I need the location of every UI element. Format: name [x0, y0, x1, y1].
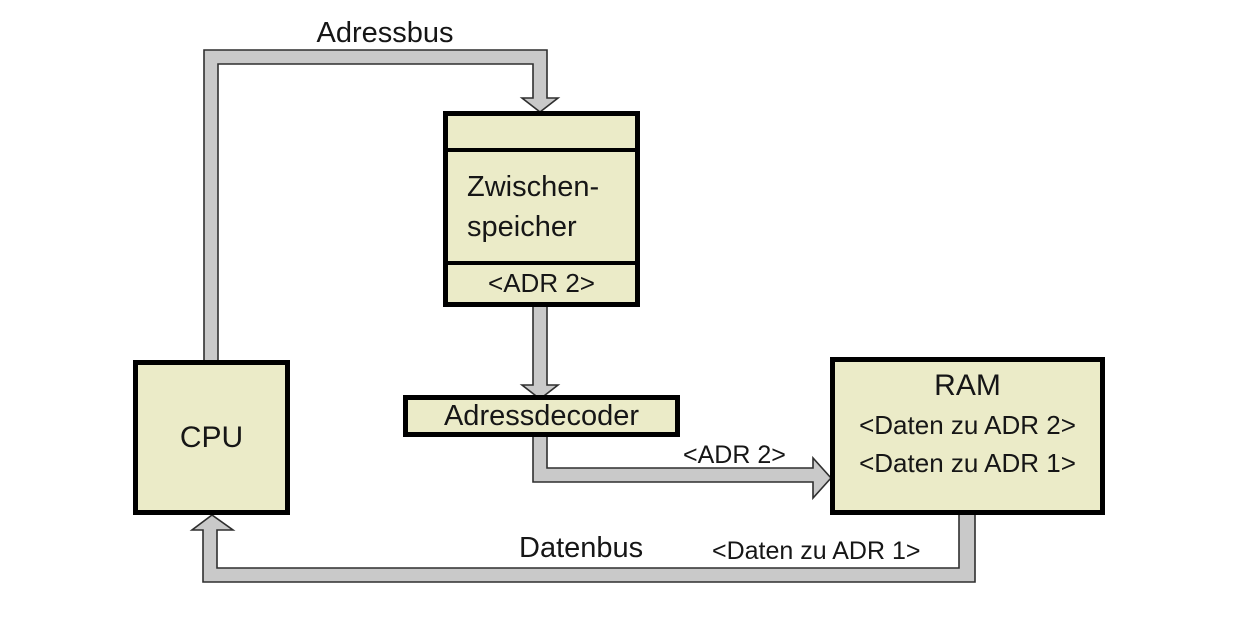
ram-label: RAM: [934, 369, 1001, 402]
adressdecoder-to-ram-path: [532, 434, 833, 501]
adressbus-path: [203, 49, 561, 363]
cpu-label: CPU: [179, 420, 244, 454]
zwischenspeicher-box: Zwischen- speicher <ADR 2>: [443, 111, 640, 307]
adressdecoder-label: Adressdecoder: [443, 399, 640, 432]
ram-data-row: <Daten zu ADR 2>: [859, 410, 1076, 440]
ram-data-row: <Daten zu ADR 1>: [859, 448, 1076, 478]
zwischenspeicher-top-section: [448, 116, 635, 152]
adr2-bus-label: <ADR 2>: [683, 441, 786, 469]
zwischenspeicher-label-line1: Zwischen-: [467, 170, 600, 203]
zwischenspeicher-label: Zwischen- speicher: [448, 152, 635, 261]
datenbus-label: Datenbus: [519, 532, 644, 564]
datenbus-path: [189, 512, 976, 583]
adressbus-label: Adressbus: [316, 17, 454, 49]
ram-box: RAM <Daten zu ADR 2> <Daten zu ADR 1>: [830, 357, 1105, 515]
zwischenspeicher-label-line2: speicher: [467, 210, 577, 243]
zwischenspeicher-to-adressdecoder-path: [519, 304, 561, 401]
zwischenspeicher-address-slot: <ADR 2>: [448, 261, 635, 302]
daten-zu-adr1-bus-label: <Daten zu ADR 1>: [712, 537, 921, 565]
adressdecoder-box: Adressdecoder: [403, 395, 680, 437]
cpu-box: CPU: [133, 360, 290, 515]
